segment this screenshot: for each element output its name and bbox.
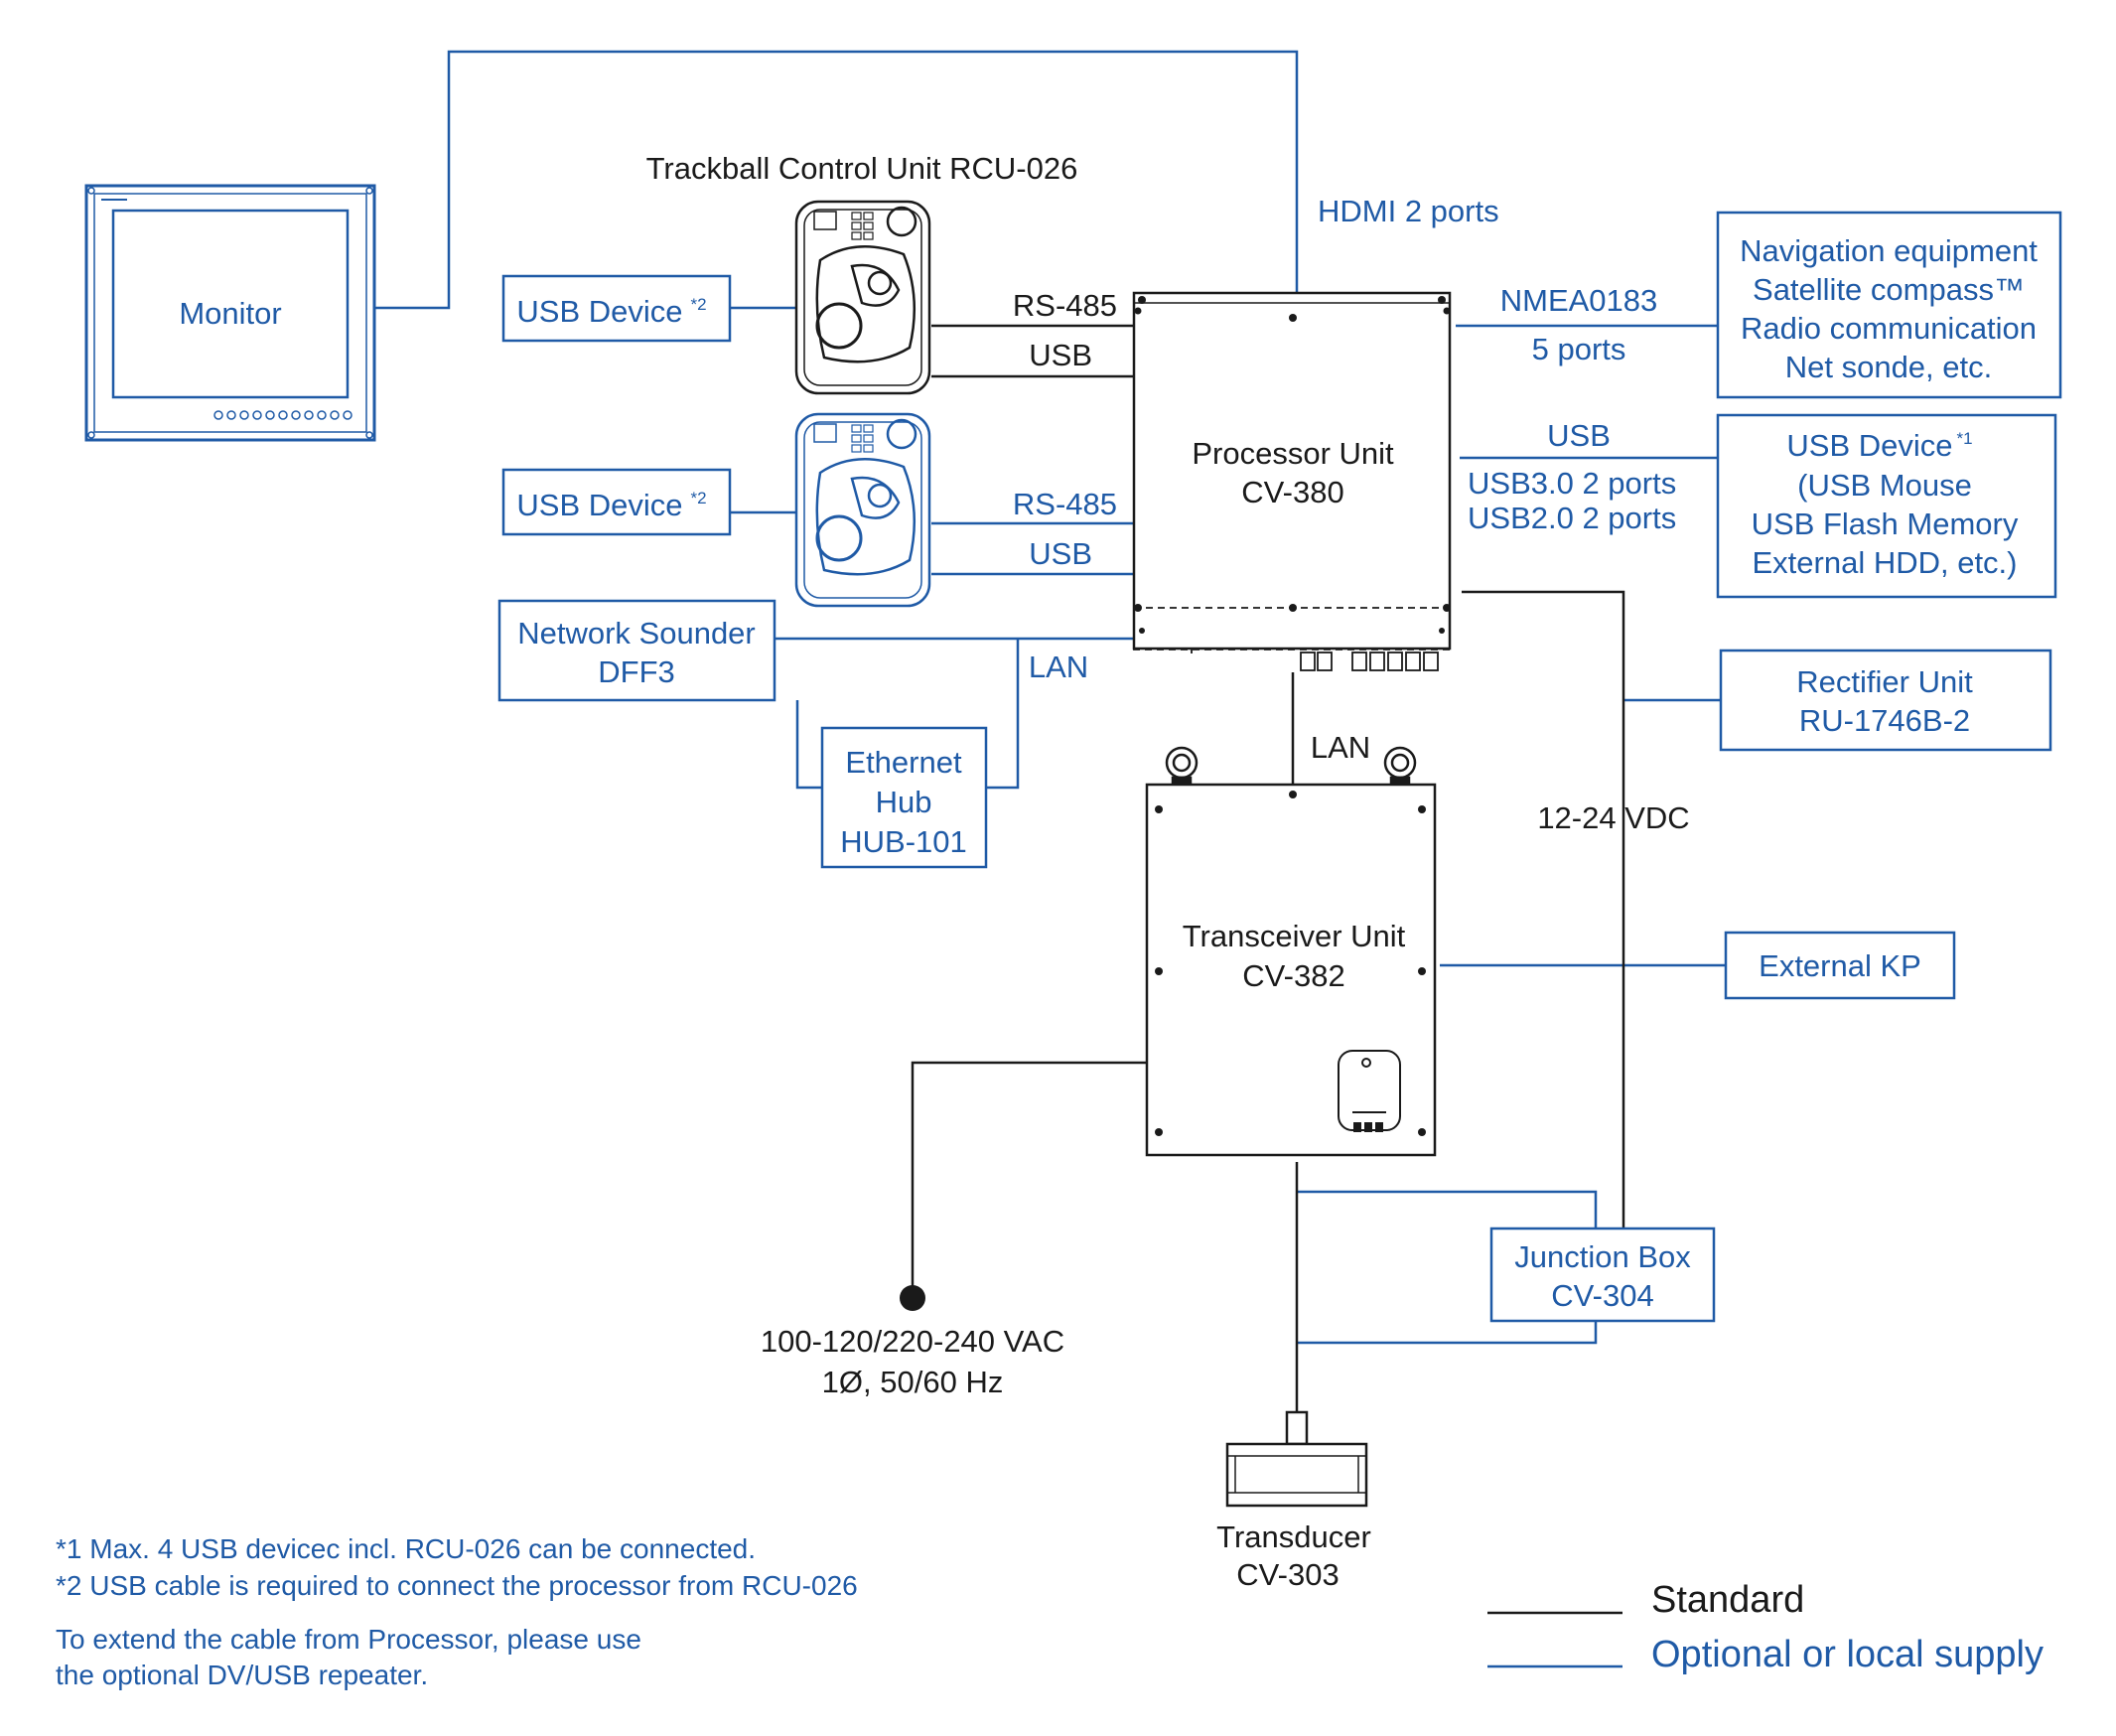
usb-device-1-note: *1 bbox=[1957, 429, 1973, 448]
navigation-line-3: Radio communication bbox=[1741, 311, 2037, 346]
transceiver-model: CV-382 bbox=[1242, 958, 1344, 993]
usb-device-1-label: USB Device bbox=[1786, 428, 1952, 463]
legend-optional-label: Optional or local supply bbox=[1651, 1634, 2044, 1675]
usb-device-2-note: *2 bbox=[691, 489, 707, 507]
processor-model: CV-380 bbox=[1241, 475, 1343, 509]
lifting-eye-left bbox=[1165, 746, 1199, 788]
external-kp-label: External KP bbox=[1759, 948, 1921, 983]
nmea-label: NMEA0183 bbox=[1500, 283, 1658, 318]
lan-label-optional: LAN bbox=[1029, 650, 1088, 684]
dc-power-label: 12-24 VDC bbox=[1537, 800, 1689, 835]
ethernet-hub-box: Ethernet Hub HUB-101 bbox=[820, 726, 988, 869]
transducer bbox=[1225, 1410, 1368, 1508]
trackball-unit-optional bbox=[794, 412, 931, 608]
transducer-model: CV-303 bbox=[1236, 1557, 1339, 1592]
monitor-label: Monitor bbox=[179, 296, 281, 331]
usb3-ports-label: USB3.0 2 ports bbox=[1468, 466, 1676, 501]
hdmi-label: HDMI 2 ports bbox=[1318, 194, 1499, 228]
transceiver-unit: Transceiver Unit CV-382 bbox=[1145, 746, 1437, 1157]
svg-text:USB Device*2: USB Device *2 bbox=[516, 488, 706, 522]
usb-right-label: USB bbox=[1547, 418, 1611, 453]
processor-unit: Processor Unit CV-380 bbox=[1132, 291, 1452, 671]
rs485-label-optional: RS-485 bbox=[1013, 487, 1117, 521]
network-sounder-box: Network Sounder DFF3 bbox=[497, 599, 776, 702]
junction-box-bottom-cable bbox=[1297, 1321, 1598, 1345]
legend-standard-label: Standard bbox=[1651, 1579, 1804, 1621]
usb-device-1-box: USB Device *1 (USB Mouse USB Flash Memory… bbox=[1716, 413, 2057, 599]
rs485-label: RS-485 bbox=[1013, 288, 1117, 323]
optional-connections bbox=[374, 50, 1726, 1345]
transducer-name: Transducer bbox=[1216, 1519, 1371, 1554]
monitor-buttons bbox=[213, 410, 353, 420]
usb-device-1-line-1: (USB Mouse bbox=[1797, 468, 1972, 503]
navigation-line-1: Navigation equipment bbox=[1740, 233, 2038, 268]
junction-box-top-cable bbox=[1297, 1190, 1598, 1229]
lifting-eye-right bbox=[1383, 746, 1417, 788]
junction-box-name: Junction Box bbox=[1514, 1239, 1691, 1274]
lan-hub-left bbox=[795, 700, 822, 790]
junction-box: Junction Box CV-304 bbox=[1489, 1227, 1716, 1323]
extension-note-2: the optional DV/USB repeater. bbox=[56, 1660, 428, 1690]
transceiver-name: Transceiver Unit bbox=[1183, 919, 1406, 953]
svg-text:USB Device*1: USB Device *1 bbox=[1786, 428, 1972, 463]
monitor-frame bbox=[84, 184, 376, 442]
lan-label: LAN bbox=[1311, 730, 1370, 765]
usb-device-2-label: USB Device bbox=[516, 488, 682, 522]
ac-voltage-label: 100-120/220-240 VAC bbox=[761, 1324, 1064, 1359]
navigation-equipment-box: Navigation equipment Satellite compass™ … bbox=[1716, 211, 2062, 399]
usb-device-2-label: USB Device bbox=[516, 294, 682, 329]
extension-note-1: To extend the cable from Processor, plea… bbox=[56, 1624, 641, 1655]
footnote-2: *2 USB cable is required to connect the … bbox=[56, 1570, 858, 1601]
ac-phase-label: 1Ø, 50/60 Hz bbox=[822, 1365, 1004, 1399]
rectifier-name: Rectifier Unit bbox=[1796, 664, 1973, 699]
external-kp-box: External KP bbox=[1724, 931, 1956, 1000]
usb-device-1-line-2: USB Flash Memory bbox=[1752, 506, 2019, 541]
usb-device-2-box-bottom: USB Device *2 bbox=[501, 468, 732, 536]
network-sounder-model: DFF3 bbox=[598, 654, 675, 689]
processor-name: Processor Unit bbox=[1192, 436, 1394, 471]
usb-label-optional: USB bbox=[1029, 536, 1092, 571]
navigation-line-4: Net sonde, etc. bbox=[1785, 350, 1993, 384]
network-sounder-name: Network Sounder bbox=[517, 616, 756, 651]
usb-device-2-box-top: USB Device *2 bbox=[501, 274, 732, 343]
usb-device-2-note: *2 bbox=[691, 295, 707, 314]
hdmi-cable bbox=[374, 50, 1299, 310]
navigation-line-2: Satellite compass™ bbox=[1753, 272, 2025, 307]
lan-hub-right bbox=[986, 639, 1020, 790]
rcu-title: Trackball Control Unit RCU-026 bbox=[646, 151, 1078, 186]
rectifier-unit-box: Rectifier Unit RU-1746B-2 bbox=[1719, 649, 2052, 752]
junction-box-model: CV-304 bbox=[1551, 1278, 1653, 1313]
standard-connections bbox=[911, 324, 1625, 1412]
trackball-unit-standard bbox=[794, 200, 931, 395]
usb2-ports-label: USB2.0 2 ports bbox=[1468, 501, 1676, 535]
ethernet-hub-line-3: HUB-101 bbox=[840, 824, 967, 859]
nmea-ports-label: 5 ports bbox=[1532, 332, 1626, 366]
ethernet-hub-line-2: Hub bbox=[876, 785, 932, 819]
monitor-screen bbox=[111, 209, 350, 399]
usb-label: USB bbox=[1029, 338, 1092, 372]
footnote-1: *1 Max. 4 USB devicec incl. RCU-026 can … bbox=[56, 1533, 756, 1564]
ac-power-terminal bbox=[900, 1285, 925, 1311]
ac-power-cable bbox=[911, 1061, 1147, 1291]
svg-text:USB Device*2: USB Device *2 bbox=[516, 294, 706, 329]
dc-power-cable bbox=[1462, 590, 1625, 1301]
ethernet-hub-line-1: Ethernet bbox=[845, 745, 962, 780]
monitor bbox=[84, 184, 376, 442]
usb-device-1-line-3: External HDD, etc.) bbox=[1752, 545, 2017, 580]
legend: Standard Optional or local supply bbox=[1487, 1579, 2044, 1675]
rectifier-model: RU-1746B-2 bbox=[1799, 703, 1970, 738]
